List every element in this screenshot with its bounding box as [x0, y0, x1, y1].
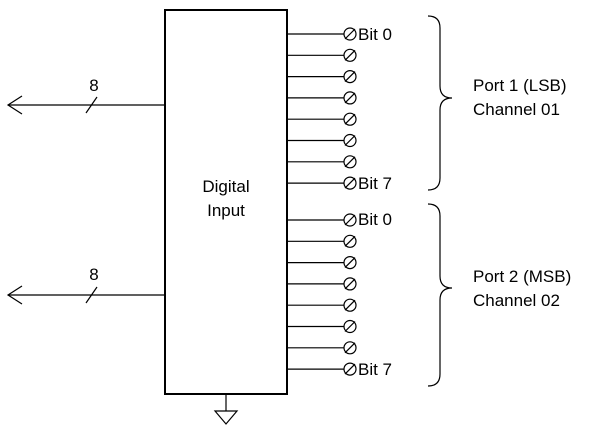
terminal-row: [287, 176, 357, 190]
screw-slot: [344, 214, 356, 226]
screw-terminal-icon: [343, 69, 357, 84]
terminal-row: [287, 213, 357, 227]
bus-2-arrow-icon: [6, 285, 23, 305]
screw-terminal-icon: [343, 91, 357, 105]
screw-slot: [344, 135, 356, 146]
terminal-row: [287, 234, 357, 248]
port-2-name: Port 2 (MSB): [473, 267, 571, 286]
screw-slot: [344, 113, 356, 125]
screw-terminal-icon: [343, 341, 357, 355]
bus-1-width-slash: [85, 96, 98, 114]
port-1-bit7-label: Bit 7: [358, 174, 392, 193]
terminal-row: [287, 91, 357, 105]
screw-terminal-icon: [343, 112, 357, 126]
terminal-row: [287, 69, 357, 84]
screw-slot: [344, 363, 356, 375]
screw-terminal-icon: [343, 27, 357, 41]
screw-terminal-icon: [343, 362, 357, 376]
port-1-channel: Channel 01: [473, 100, 560, 119]
screw-slot: [344, 177, 356, 189]
screw-terminal-icon: [343, 48, 357, 62]
bus-2-width-label: 8: [89, 265, 98, 284]
screw-slot: [344, 156, 356, 168]
screw-slot: [344, 321, 356, 332]
screw-slot: [344, 299, 356, 311]
bus-1: 8: [6, 76, 165, 115]
bus-2: 8: [6, 265, 165, 305]
bus-1-width-label: 8: [89, 76, 98, 95]
terminal-row: [287, 341, 357, 355]
port-1-brace: [427, 15, 453, 191]
terminal-row: [287, 27, 357, 41]
bus-1-arrow-icon: [6, 95, 23, 115]
screw-terminal-icon: [343, 213, 357, 227]
port-1-bit0-label: Bit 0: [358, 25, 392, 44]
screw-terminal-icon: [343, 133, 357, 148]
screw-terminal-icon: [343, 155, 357, 169]
terminal-row: [287, 319, 357, 334]
screw-slot: [344, 278, 356, 290]
terminal-row: [287, 48, 357, 62]
port-1-name: Port 1 (LSB): [473, 76, 567, 95]
screw-slot: [344, 49, 356, 61]
terminal-row: [287, 256, 357, 270]
screw-terminal-icon: [343, 319, 357, 334]
screw-terminal-icon: [343, 176, 357, 190]
port-2-bit7-label: Bit 7: [358, 360, 392, 379]
screw-slot: [344, 71, 356, 83]
screw-terminal-icon: [343, 256, 357, 270]
terminal-row: [287, 133, 357, 148]
port-2-bit0-label: Bit 0: [358, 210, 392, 229]
terminal-row: [287, 362, 357, 376]
screw-terminal-icon: [343, 277, 357, 291]
port-2-brace: [427, 203, 453, 387]
block-label-line1: Digital: [202, 177, 249, 196]
terminal-row: [287, 298, 357, 312]
bus-2-width-slash: [85, 286, 98, 304]
terminal-rows: [287, 27, 357, 376]
terminal-row: [287, 112, 357, 126]
screw-slot: [344, 28, 356, 40]
screw-slot: [344, 92, 356, 104]
port-2-channel: Channel 02: [473, 291, 560, 310]
terminal-row: [287, 155, 357, 169]
terminal-row: [287, 277, 357, 291]
block-label-line2: Input: [207, 201, 245, 220]
screw-slot: [344, 342, 356, 354]
ground-symbol: [213, 410, 239, 425]
ground-triangle-icon: [213, 394, 239, 425]
screw-slot: [344, 257, 356, 269]
screw-terminal-icon: [343, 234, 357, 248]
screw-slot: [344, 235, 356, 247]
digital-input-block: [164, 9, 288, 395]
screw-terminal-icon: [343, 298, 357, 312]
